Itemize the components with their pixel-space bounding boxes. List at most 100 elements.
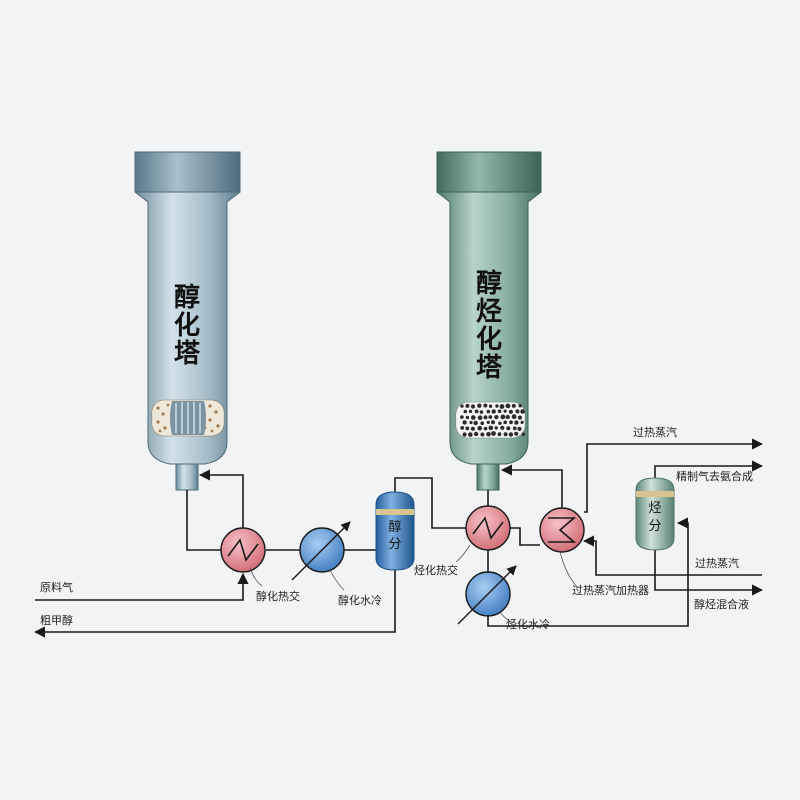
catalyst-pellet (505, 414, 510, 420)
leader-line (249, 567, 263, 587)
catalyst-pellet (498, 421, 502, 425)
catalyst-pellet (460, 426, 465, 430)
pipe (487, 517, 689, 627)
steam-out-label: 过热蒸汽 (633, 425, 677, 439)
catalyst-pellet (460, 404, 464, 408)
catalyst-pellet (483, 403, 488, 408)
catalyst-pellet (471, 415, 476, 420)
catalyst-pellet (520, 409, 525, 414)
catalyst-pellet (462, 420, 467, 425)
tower-title-char: 醇 (174, 282, 200, 313)
hc-heat-exchange-label: 烃化热交 (414, 563, 458, 577)
catalyst-pellet (494, 415, 499, 420)
leader-line (455, 544, 471, 563)
catalyst-pellet (477, 403, 482, 408)
vessel-label-char: 烃 (648, 501, 661, 516)
tower-title-char: 醇 (476, 268, 502, 299)
tower-title-char: 塔 (174, 339, 201, 369)
catalyst-pellet (477, 425, 483, 431)
vessel-label-char: 醇 (388, 519, 401, 535)
pipes (33, 438, 764, 638)
catalyst-pellet (491, 431, 496, 436)
alc-heat-exchange-label: 醇化热交 (256, 589, 300, 603)
catalyst-pellet (460, 415, 464, 419)
catalyst-pellet (470, 404, 476, 409)
catalyst-pellet (465, 415, 470, 420)
catalyst-pellet (515, 409, 520, 414)
pipe (198, 469, 244, 528)
tower-title-char: 烃 (476, 297, 502, 327)
catalyst-pellet (488, 425, 494, 431)
tower-title-char: 塔 (476, 353, 503, 383)
pipe (584, 438, 764, 513)
alcohol-water-cooler-icon (291, 521, 351, 581)
leader-line (559, 551, 579, 589)
catalyst-pellet (521, 432, 525, 436)
catalyst-pellet (517, 426, 522, 431)
catalyst-pellet (470, 426, 475, 431)
pipe (394, 477, 466, 529)
feed-gas-label: 原料气 (40, 580, 73, 594)
catalyst-pellet (494, 426, 498, 430)
vessel-label-char: 分 (388, 537, 401, 552)
catalyst-pellet (518, 404, 522, 408)
mixture-label: 醇烃混合液 (694, 597, 749, 611)
catalyst-pellet (479, 410, 484, 414)
catalyst-pellet (486, 409, 491, 414)
catalyst-pellet (506, 426, 511, 431)
catalyst-pellet (486, 431, 491, 437)
catalyst-pellet (500, 425, 505, 430)
catalyst-pellet (473, 420, 478, 426)
catalyst-pellet (495, 404, 499, 408)
catalyst-pellet (465, 403, 470, 408)
pipe (35, 572, 249, 601)
catalyst-pellet (463, 409, 468, 414)
hydrocarbon-water-cooler-icon (457, 565, 517, 625)
catalyst-pellet (508, 432, 514, 437)
hc-water-cooler-label: 烃化水冷 (506, 617, 550, 631)
catalyst-pellet (512, 426, 517, 431)
catalyst-pellet (480, 421, 485, 426)
leader-line (329, 569, 345, 591)
catalyst-pellet (503, 432, 508, 437)
catalyst-pellet (514, 431, 519, 436)
catalyst-pellet (511, 403, 516, 408)
catalyst-pellet (480, 432, 485, 437)
catalyst-pellet (477, 415, 483, 421)
hydrocarbon-heat-exchanger-icon (465, 505, 511, 551)
catalyst-pellet (465, 426, 470, 431)
catalyst-pellet (462, 432, 467, 437)
catalyst-pellet (514, 420, 519, 425)
catalyst-pellet (500, 414, 506, 420)
catalyst-pellet (491, 420, 495, 425)
steam-in-label: 过热蒸汽 (695, 556, 739, 570)
leader-lines (249, 544, 579, 623)
catalyst-pellet (469, 420, 473, 425)
tower-title-char: 化 (174, 311, 200, 341)
catalyst-pellet (503, 409, 507, 413)
vessel-label-char: 分 (648, 519, 661, 534)
catalyst-pellet (505, 403, 511, 409)
steam-heater-icon (539, 507, 585, 553)
catalyst-pellet (483, 426, 488, 431)
leader-line (499, 611, 513, 623)
pipe (582, 535, 762, 576)
catalyst-pellet (488, 415, 493, 419)
catalyst-pellet (508, 409, 513, 414)
catalyst-pellet (483, 415, 488, 420)
alc-water-cooler-label: 醇化水冷 (338, 593, 382, 607)
catalyst-pellet (503, 420, 508, 425)
catalyst-pellet (488, 404, 493, 408)
catalyst-pellet (509, 420, 513, 425)
catalyst-pellet (520, 420, 524, 424)
catalyst-pellet (511, 414, 517, 420)
catalyst-pellet (468, 432, 473, 437)
pipe (654, 460, 764, 478)
pipe (33, 570, 396, 638)
refined-gas-label: 精制气去氨合成 (676, 469, 753, 483)
pipe (500, 464, 563, 508)
crude-methanol-label: 粗甲醇 (40, 613, 73, 627)
tower-title-char: 化 (476, 325, 502, 355)
catalyst-bed-icon (455, 401, 526, 439)
